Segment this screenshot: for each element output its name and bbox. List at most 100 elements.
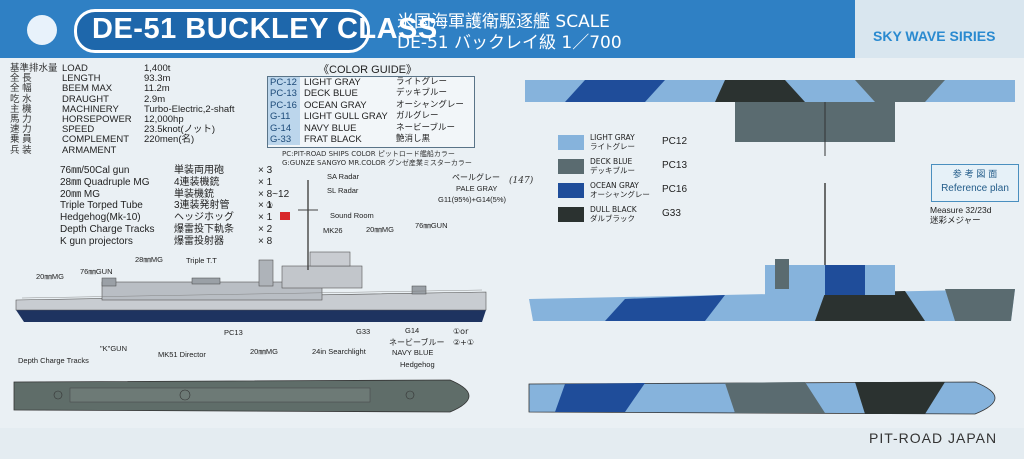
armament-en: Hedgehog(Mk-10) <box>60 212 141 224</box>
measure-line2: 迷彩メジャー <box>930 215 981 225</box>
color-jp: ネービーブルー <box>396 122 455 133</box>
swatch-pc12 <box>558 135 584 150</box>
reference-jp: 参 考 図 面 <box>952 170 998 180</box>
spec-jp: 全 幅 <box>10 83 32 95</box>
k-gun-label: "K"GUN <box>100 344 127 353</box>
pale-gray-mix: G11(95%)+G14(5%) <box>438 195 507 204</box>
swatch-g33 <box>558 207 584 222</box>
g33-label: G33 <box>356 327 371 336</box>
color-jp: オーシャングレー <box>396 99 464 110</box>
armament-jp: 3連装発射管 <box>174 200 230 212</box>
depth-tracks-label: Depth Charge Tracks <box>18 356 89 365</box>
gun76-left-label: 76㎜GUN <box>80 267 113 276</box>
color-code: PC-13 <box>268 88 300 100</box>
handwritten-note: (147) <box>509 176 534 186</box>
gun76-right-label: 76㎜GUN <box>415 221 448 230</box>
armament-jp: 単装両用砲 <box>174 165 224 176</box>
color-en: LIGHT GRAY <box>304 77 361 88</box>
spec-en: ARMAMENT <box>62 144 117 156</box>
mk51-label: MK51 Director <box>158 350 206 359</box>
swatch-en: DULL BLACK <box>590 205 637 214</box>
measure-note: Measure 32/23d 迷彩メジャー <box>930 205 991 225</box>
color-en: LIGHT GULL GRAY <box>304 111 388 123</box>
footer-band <box>0 428 1024 459</box>
searchlight-label: 24in Searchlight <box>312 347 366 356</box>
or2-label: ②+① <box>453 338 475 347</box>
gun-fwd <box>411 285 427 295</box>
spec-jp: 馬 力 <box>10 114 32 126</box>
spec-en: MACHINERY <box>62 103 119 115</box>
color-code: G-14 <box>268 122 300 135</box>
or1-label: ①or <box>453 327 469 336</box>
swatch-jp: デッキブルー <box>590 166 635 175</box>
color-en: NAVY BLUE <box>304 122 357 134</box>
g14-en-label: NAVY BLUE <box>392 348 434 357</box>
circle-3-label: ③ <box>266 201 274 210</box>
color-en: FRAT BLACK <box>304 134 362 146</box>
swatch-pc13 <box>558 159 584 174</box>
color-jp: ガルグレー <box>396 111 439 122</box>
swatch-jp: ライトグレー <box>590 142 635 151</box>
g14-label: G14 <box>405 326 420 335</box>
spec-jp: 吃 水 <box>10 93 32 105</box>
armament-en: 28㎜ Quadruple MG <box>60 176 150 188</box>
swatch-en: OCEAN GRAY <box>590 181 639 190</box>
spec-en: COMPLEMENT <box>62 134 130 146</box>
spec-row: 吃 水 DRAUGHT 2.9m <box>10 93 234 105</box>
armament-jp: ヘッジホッグ <box>174 212 234 224</box>
color-en: DECK BLUE <box>304 88 358 100</box>
pale-gray-jp: ペールグレー <box>452 173 500 182</box>
swatch-code: G33 <box>662 208 681 219</box>
armament-qty: × 1 <box>258 176 273 188</box>
bridge-block <box>281 265 363 289</box>
funnel <box>258 259 274 287</box>
reference-plan-box: 参 考 図 面 Reference plan <box>931 164 1019 202</box>
color-guide-row: PC-13 DECK BLUE デッキブルー <box>268 88 474 100</box>
spec-row: 全 幅 BEEM MAX 11.2m <box>10 84 234 94</box>
color-guide-notes: PC:PIT-ROAD SHIPS COLOR ピットロード艦船カラー G:GU… <box>282 150 472 167</box>
armament-qty: × 2 <box>258 223 273 235</box>
gun-aft <box>101 277 117 287</box>
mg28-label: 28㎜MG <box>135 255 163 264</box>
spec-jp: 兵 装 <box>10 144 32 156</box>
spec-en: HORSEPOWER <box>62 114 132 126</box>
color-guide-title: 《COLOR GUIDE》 <box>318 64 418 76</box>
armament-jp: 爆雷投下軌条 <box>174 223 234 235</box>
spec-val: 2.9m <box>144 93 166 105</box>
color-jp: 艶消し黒 <box>396 134 431 145</box>
mg20-plan-label: 20㎜MG <box>250 347 278 356</box>
spec-en: BEEM MAX <box>62 83 113 95</box>
hedgehog-label: Hedgehog <box>400 360 435 369</box>
title-badge <box>74 9 370 53</box>
swatch-code: PC13 <box>662 160 688 171</box>
color-jp: デッキブルー <box>396 88 448 99</box>
page-title: DE-51 BUCKLEY CLASS <box>92 13 438 45</box>
hull-upper <box>15 291 487 311</box>
mg20-left-label: 20㎜MG <box>36 272 64 281</box>
mg20-mid-label: 20㎜MG <box>366 225 394 234</box>
spec-val: Turbo-Electric,2-shaft <box>144 103 235 115</box>
armament-en: K gun projectors <box>60 235 133 247</box>
armament-en: 20㎜ MG <box>60 188 101 200</box>
spec-jp: 全 長 <box>10 73 32 85</box>
spec-row: 兵 装 ARMAMENT <box>10 144 234 156</box>
armament-qty: × 1 <box>258 200 273 212</box>
camo-plan-view <box>528 381 996 415</box>
spec-en: DRAUGHT <box>62 93 109 105</box>
bridge-top <box>309 251 351 267</box>
swatch-en: LIGHT GRAY <box>590 133 635 142</box>
spec-val: 11.2m <box>144 83 170 95</box>
swatch-code: PC16 <box>662 184 688 195</box>
swatch-jp: ダルブラック <box>590 214 635 223</box>
